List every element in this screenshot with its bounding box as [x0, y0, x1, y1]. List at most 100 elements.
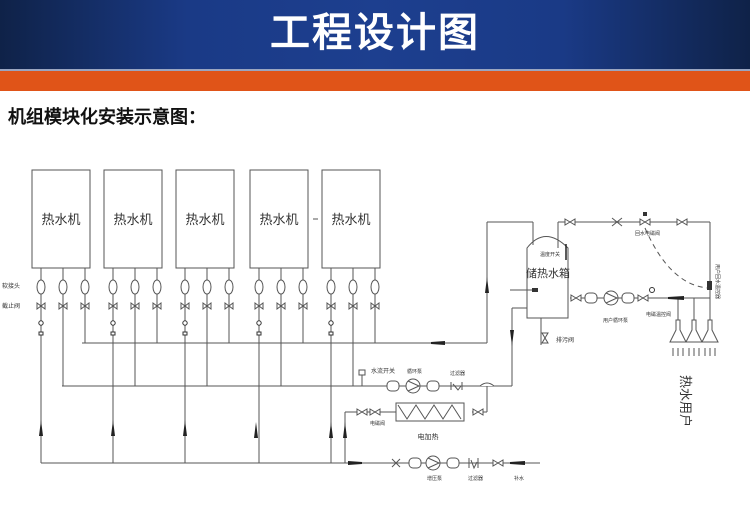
- stop-valve-icon: [356, 408, 368, 416]
- filter-icon: [450, 382, 463, 391]
- heat-pump-unit-4: 热水机: [249, 169, 309, 269]
- header-banner: 工程设计图: [0, 0, 750, 70]
- soft-joint-icon: [224, 279, 234, 295]
- banner-divider: [0, 69, 750, 71]
- pressure-gauge-icon: [182, 320, 188, 326]
- filter-label: 过滤器: [450, 370, 465, 377]
- return-sensor-icon: [707, 281, 712, 290]
- stop-valve-icon: [637, 294, 649, 302]
- user-pump-icon: [603, 290, 619, 306]
- check-valve-icon: [611, 217, 623, 227]
- solenoid-valve-icon: [369, 408, 381, 416]
- sensor-icon: [182, 331, 188, 336]
- makeup-pump-icon: [425, 455, 441, 471]
- heat-pump-unit-1: 热水机: [31, 169, 91, 269]
- pressure-gauge-icon: [110, 320, 116, 326]
- sensor-icon: [110, 331, 116, 336]
- unit-label: 热水机: [259, 213, 298, 228]
- flow-arrow-icon: [111, 420, 115, 436]
- soft-joint-icon: [408, 457, 422, 469]
- makeup-pump-label: 增压泵: [427, 475, 442, 482]
- page-title: 工程设计图: [270, 9, 480, 56]
- pressure-gauge-icon: [38, 320, 44, 326]
- filter-icon: [468, 458, 479, 470]
- accent-bar: [0, 71, 750, 91]
- flow-arrow-icon: [254, 422, 258, 438]
- faucet-icon: [701, 319, 719, 357]
- soft-joint-icon: [130, 279, 140, 295]
- pipe-network: [41, 221, 711, 464]
- soft-joint-icon: [386, 380, 400, 392]
- sensor-icon: [328, 331, 334, 336]
- unit-label: 热水机: [113, 213, 152, 228]
- drain-valve-label: 排污阀: [556, 336, 574, 344]
- heat-pump-unit-5: 热水机: [321, 169, 381, 269]
- soft-joint-icon: [348, 279, 358, 295]
- users-label: 热水用户: [677, 375, 693, 427]
- tank-label: 储热水箱: [526, 266, 570, 280]
- sensor-icon: [256, 331, 262, 336]
- temp-sensor-label: 电磁温控阀: [646, 311, 671, 318]
- flow-switch-label: 水流开关: [371, 367, 395, 375]
- level-sensor-icon: [532, 288, 538, 292]
- soft-joint-icon: [202, 279, 212, 295]
- circ-pump-label: 循环泵: [407, 368, 422, 375]
- stop-valve-icon: [676, 218, 688, 226]
- makeup-filter-label: 过滤器: [468, 475, 483, 482]
- tank-sensor-label: 温度开关: [540, 251, 560, 258]
- soft-joint-icon: [80, 279, 90, 295]
- soft-joint-icon: [36, 279, 46, 295]
- section-title: 机组模块化安装示意图：: [8, 107, 206, 128]
- unit-label: 热水机: [331, 213, 370, 228]
- check-valve-icon: [391, 458, 401, 468]
- unit-pipes: [36, 268, 380, 463]
- soft-joint-icon: [108, 279, 118, 295]
- unit-group: 热水机 热水机 热水机 热水机 热水机: [31, 169, 381, 269]
- unit-label: 热水机: [41, 213, 80, 228]
- soft-joint-icon: [621, 292, 635, 304]
- sensor-icon: [38, 331, 44, 336]
- soft-joint-icon: [584, 292, 598, 304]
- heater-label: 电加热: [418, 432, 439, 441]
- soft-joint-icon: [326, 279, 336, 295]
- soft-joint-icon: [58, 279, 68, 295]
- soft-joint-icon: [298, 279, 308, 295]
- solenoid-label: 电磁阀: [370, 420, 385, 427]
- solenoid-valve-icon: [639, 218, 651, 226]
- soft-joint-icon: [180, 279, 190, 295]
- soft-joint-icon: [152, 279, 162, 295]
- faucet-icon: [685, 319, 703, 357]
- temp-gauge-icon: [649, 287, 655, 293]
- flow-arrow-icon: [510, 330, 514, 346]
- unit-label: 热水机: [185, 213, 224, 228]
- soft-joint-icon: [426, 380, 440, 392]
- flow-arrow-icon: [348, 461, 362, 465]
- stop-valve-icon: [472, 408, 484, 416]
- drain-valve-icon: [541, 332, 549, 344]
- flow-arrow-icon: [668, 296, 684, 300]
- faucet-icon: [669, 319, 687, 357]
- stop-valve-icon: [570, 294, 582, 302]
- soft-joint-icon: [254, 279, 264, 295]
- heat-pump-unit-2: 热水机: [103, 169, 163, 269]
- return-valve-label: 回水电磁阀: [635, 230, 660, 237]
- stop-valve-icon: [564, 218, 576, 226]
- soft-joint-icon: [276, 279, 286, 295]
- flow-arrow-icon: [510, 461, 525, 465]
- flow-arrow-icon: [343, 422, 347, 438]
- soft-joint-icon: [370, 279, 380, 295]
- pressure-gauge-icon: [256, 320, 262, 326]
- stop-valve-icon: [492, 459, 504, 467]
- user-pump-label: 用户循环泵: [603, 317, 628, 324]
- stop-valve-label: 截止阀: [2, 302, 20, 310]
- soft-joint-icon: [446, 457, 460, 469]
- flow-arrow-icon: [39, 420, 43, 436]
- flow-arrow-icon: [431, 341, 445, 345]
- circulation-pump-icon: [405, 378, 421, 394]
- flow-arrow-icon: [329, 422, 333, 438]
- makeup-water-label: 补水: [514, 475, 524, 482]
- soft-joint-label: 软接头: [2, 282, 20, 290]
- heat-pump-unit-3: 热水机: [175, 169, 235, 269]
- pressure-gauge-icon: [328, 320, 334, 326]
- return-sensor-label: 用户回水温控器: [714, 264, 721, 299]
